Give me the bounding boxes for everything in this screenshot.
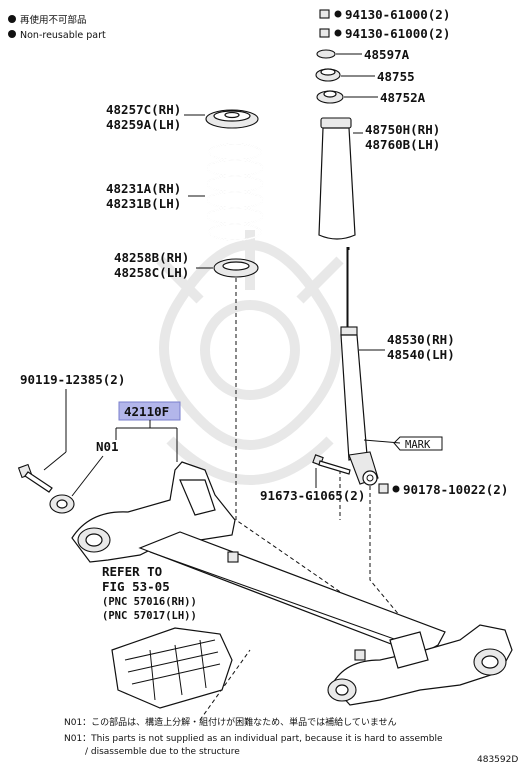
label-absorber-lh: 48540(LH) bbox=[387, 347, 455, 362]
non-reusable-dot-icon bbox=[8, 30, 16, 38]
label-pnc-lh: (PNC 57017(LH)) bbox=[102, 610, 197, 622]
figure-id: 483592D bbox=[477, 755, 518, 765]
lower-nut: 90178-10022(2) bbox=[378, 482, 508, 497]
label-bound-stopper-lh: 48760B(LH) bbox=[365, 137, 440, 152]
rear-axle-beam bbox=[71, 461, 513, 706]
label-refer-to: REFER TO bbox=[102, 564, 162, 579]
label-front-bolt: 90119-12385(2) bbox=[20, 372, 125, 387]
n01-bushing: 42110F N01 bbox=[49, 401, 181, 514]
non-reusable-dot-icon bbox=[8, 15, 16, 23]
shock-absorber: 48530(RH) 48540(LH) MARK bbox=[340, 247, 455, 486]
spring-seat-lower: 48258B(RH) 48258C(LH) bbox=[114, 250, 259, 280]
coil-spring: 48231A(RH) 48231B(LH) bbox=[106, 143, 264, 241]
label-spring-seat-upper-rh: 48257C(RH) bbox=[106, 102, 181, 117]
label-spring-seat-upper-lh: 48259A(LH) bbox=[106, 117, 181, 132]
note-en-2: / disassemble due to the structure bbox=[85, 747, 240, 757]
label-bound-stopper-rh: 48750H(RH) bbox=[365, 122, 440, 137]
label-mark: MARK bbox=[405, 439, 431, 451]
washer-48597A: 48597A bbox=[316, 47, 410, 62]
label-48755: 48755 bbox=[377, 69, 415, 84]
label-pnc-rh: (PNC 57016(RH)) bbox=[102, 596, 197, 608]
reference-note[interactable]: REFER TO FIG 53-05 (PNC 57016(RH)) (PNC … bbox=[102, 564, 197, 622]
label-absorber-rh: 48530(RH) bbox=[387, 332, 455, 347]
label-nut-2: 94130-61000(2) bbox=[345, 26, 450, 41]
label-fig: FIG 53-05 bbox=[102, 579, 170, 594]
note-jp: N01：この部品は、構造上分解・組付けが困難なため、単品では補給していません bbox=[64, 716, 397, 728]
bound-stopper: 48750H(RH) 48760B(LH) bbox=[318, 117, 440, 240]
label-axle-beam[interactable]: 42110F bbox=[124, 404, 169, 419]
spring-seat-upper: 48257C(RH) 48259A(LH) bbox=[106, 102, 259, 132]
alignment-lines bbox=[199, 278, 421, 721]
note-en-1: N01：This parts is not supplied as an ind… bbox=[64, 734, 443, 744]
bushing-48755: 48755 bbox=[315, 68, 415, 84]
label-48597A: 48597A bbox=[364, 47, 410, 62]
body-panel bbox=[111, 627, 233, 709]
label-48752A: 48752A bbox=[380, 90, 426, 105]
top-nut-1: 94130-61000(2) bbox=[319, 7, 450, 22]
mount-48752A: 48752A bbox=[316, 90, 426, 105]
label-lower-nut: 90178-10022(2) bbox=[403, 482, 508, 497]
legend-en: Non-reusable part bbox=[20, 30, 106, 41]
label-coil-spring-rh: 48231A(RH) bbox=[106, 181, 181, 196]
label-lower-bolt: 91673-G1065(2) bbox=[260, 488, 365, 503]
front-bolt: 90119-12385(2) bbox=[17, 372, 125, 493]
label-spring-seat-lower-rh: 48258B(RH) bbox=[114, 250, 189, 265]
top-nut-2: 94130-61000(2) bbox=[319, 26, 450, 41]
footnotes: N01：この部品は、構造上分解・組付けが困難なため、単品では補給していません N… bbox=[64, 716, 518, 765]
label-nut-1: 94130-61000(2) bbox=[345, 7, 450, 22]
label-coil-spring-lh: 48231B(LH) bbox=[106, 196, 181, 211]
label-spring-seat-lower-lh: 48258C(LH) bbox=[114, 265, 189, 280]
watermark-emblem bbox=[156, 230, 344, 485]
legend: 再使用不可部品 Non-reusable part bbox=[8, 14, 106, 41]
label-n01: N01 bbox=[96, 439, 119, 454]
legend-jp: 再使用不可部品 bbox=[20, 14, 87, 26]
lower-bolt: 91673-G1065(2) bbox=[260, 454, 365, 503]
